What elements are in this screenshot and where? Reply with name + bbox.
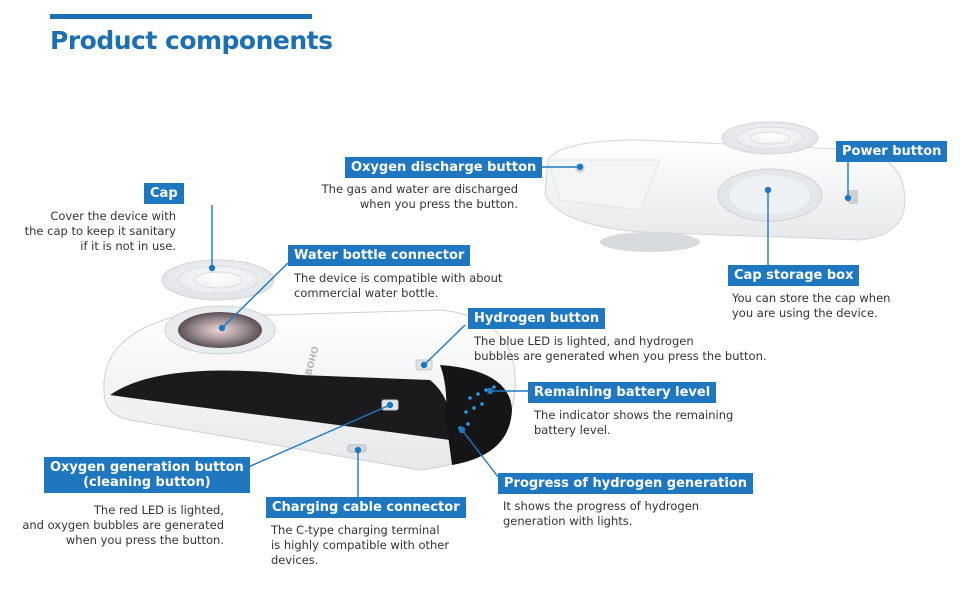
cap-floating-back bbox=[722, 122, 818, 154]
water-bottle-connector-label: Water bottle connector bbox=[288, 245, 470, 266]
charging-cable-connector-label: Charging cable connector bbox=[266, 497, 466, 518]
power-button-label: Power button bbox=[836, 141, 947, 162]
oxygen-discharge-button-label: Oxygen discharge button bbox=[345, 157, 542, 178]
battery-level-label: Remaining battery level bbox=[528, 382, 716, 403]
oxygen-generation-button-label: Oxygen generation button(cleaning button… bbox=[44, 457, 250, 493]
hydrogen-progress-label: Progress of hydrogen generation bbox=[498, 473, 753, 494]
cap-label: Cap bbox=[144, 183, 184, 204]
oxygen-generation-button-description: The red LED is lighted,and oxygen bubble… bbox=[10, 503, 224, 548]
hydrogen-button-label: Hydrogen button bbox=[468, 308, 605, 329]
device-front-view bbox=[104, 306, 515, 470]
cap-storage-box-label: Cap storage box bbox=[728, 265, 859, 286]
